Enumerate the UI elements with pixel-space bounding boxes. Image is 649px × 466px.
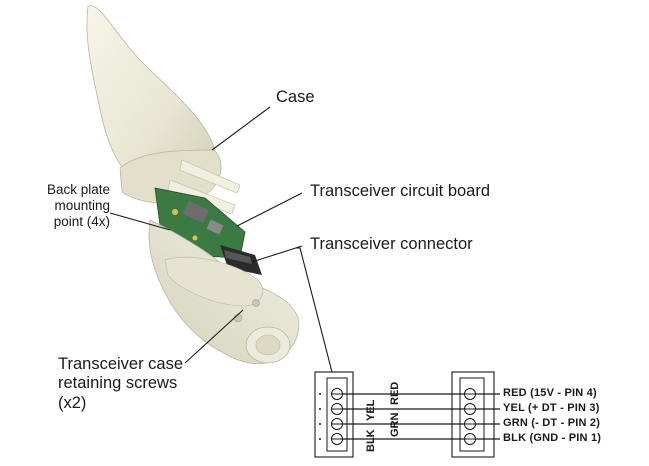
leader-connector-pinout — [296, 247, 333, 373]
leader-connector — [251, 245, 303, 263]
label-back-plate-line1: Back plate — [46, 182, 110, 197]
label-connector: Transceiver connector — [310, 235, 473, 253]
leader-back-plate — [109, 212, 171, 231]
pin-label-2: GRN (- DT - PIN 2) — [503, 417, 601, 429]
terminal-block-right — [451, 371, 495, 458]
wire-tag-red: RED — [389, 381, 401, 405]
terminal-block-left — [314, 371, 354, 458]
pin-label-1: BLK (GND - PIN 1) — [503, 432, 602, 444]
terminal-screws-left — [331, 388, 343, 445]
label-back-plate: Back plate mounting point (4x) — [20, 182, 110, 230]
leader-case — [211, 106, 271, 151]
label-retaining-screws-line3: (x2) — [58, 393, 87, 412]
case-lower — [148, 219, 300, 365]
pin-label-4: RED (15V - PIN 4) — [503, 387, 597, 399]
label-retaining-screws-line1: Transceiver case — [58, 355, 184, 373]
label-back-plate-line3: point (4x) — [53, 213, 110, 229]
wire-tag-yel: YEL — [365, 399, 377, 421]
label-case: Case — [276, 88, 315, 106]
wire-tag-blk: BLK — [365, 429, 377, 452]
wires — [343, 393, 500, 440]
label-retaining-screws-line2: retaining screws — [58, 374, 178, 393]
wire-tag-grn: GRN — [389, 412, 401, 437]
leader-retaining-screws — [184, 309, 244, 364]
label-circuit-board: Transceiver circuit board — [310, 182, 491, 200]
pin-label-3: YEL (+ DT - PIN 3) — [503, 402, 600, 414]
leader-lines — [109, 106, 333, 373]
label-back-plate-line2: mounting — [54, 197, 110, 213]
label-retaining-screws: Transceiver case retaining screws (x2) — [58, 355, 183, 413]
terminal-screws-right — [464, 388, 476, 445]
circuit-board — [154, 187, 246, 259]
leader-circuit-board — [236, 192, 303, 227]
